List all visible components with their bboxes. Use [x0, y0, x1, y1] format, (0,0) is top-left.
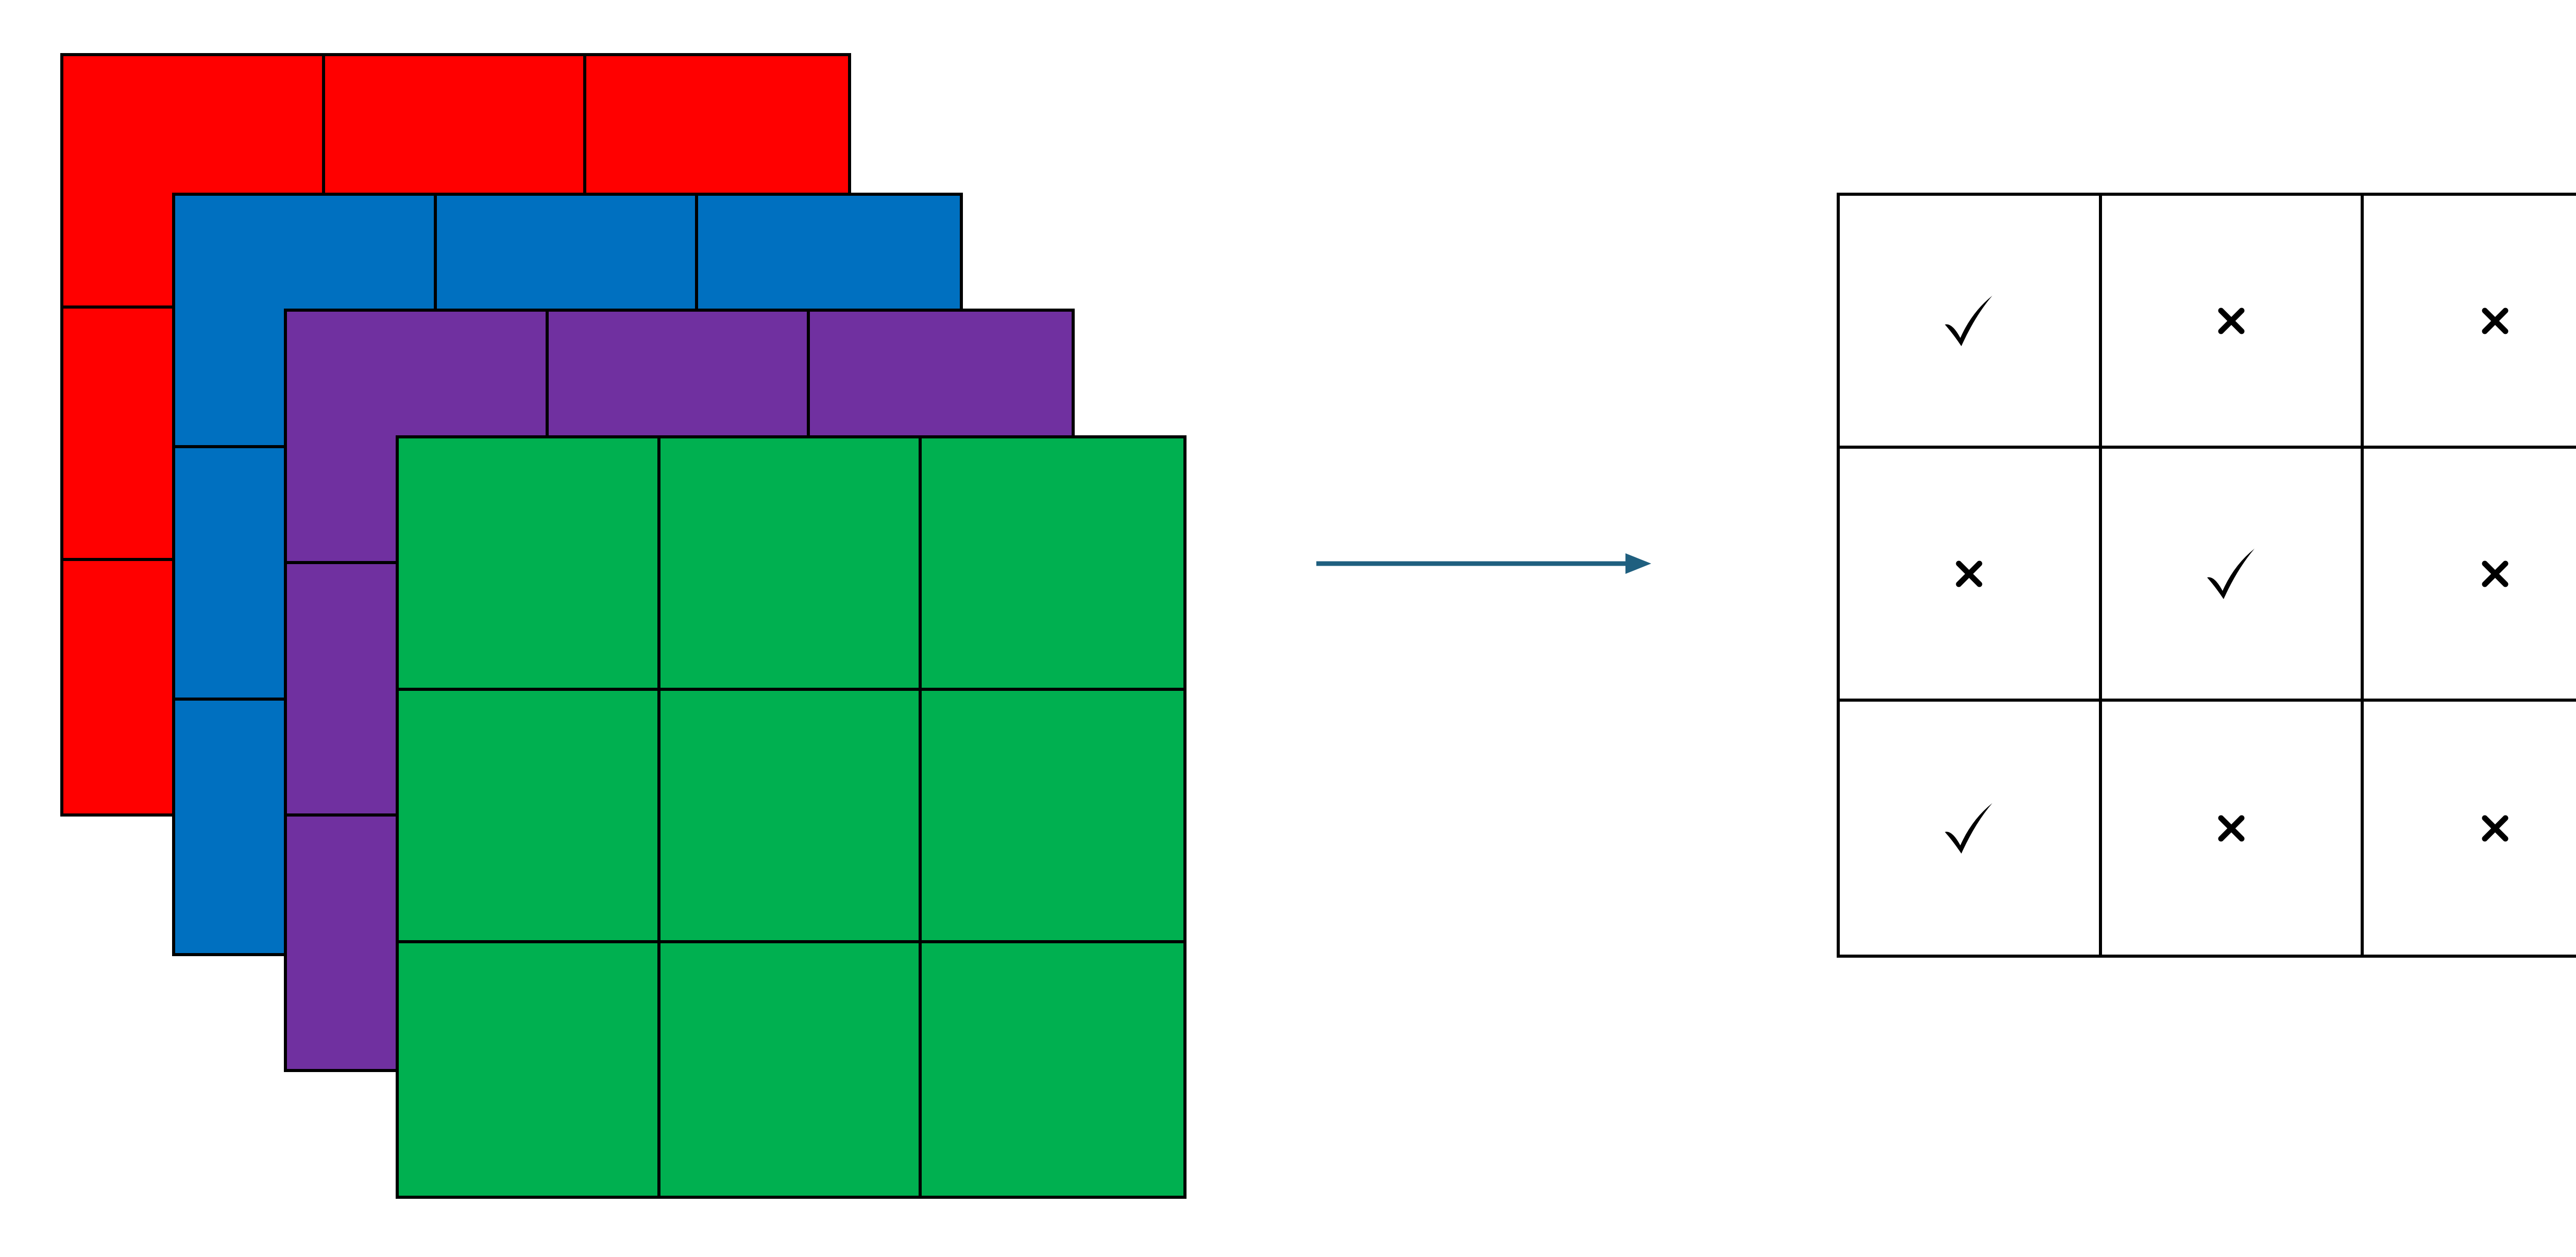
layer-green-cell [660, 943, 922, 1196]
check-icon [1945, 803, 1993, 854]
check-icon [1945, 295, 1993, 346]
result-cell [2364, 449, 2576, 702]
layer-green-cell [660, 438, 922, 691]
cross-icon [2482, 815, 2509, 841]
arrow-head [1625, 553, 1651, 574]
layer-green-cell [922, 691, 1183, 943]
layer-green-cell [399, 438, 660, 691]
cross-icon [1956, 560, 1982, 587]
result-grid [1837, 193, 2576, 958]
result-cell [2102, 449, 2364, 702]
layer-green [396, 435, 1187, 1199]
layer-green-cell [922, 943, 1183, 1196]
check-icon [2207, 548, 2255, 599]
cross-icon [2482, 308, 2509, 334]
cross-icon [2218, 815, 2245, 841]
layer-green-cell [399, 691, 660, 943]
result-cell [2102, 702, 2364, 955]
result-cell [2102, 196, 2364, 449]
cross-icon [2218, 308, 2245, 334]
layer-green-cell [922, 438, 1183, 691]
result-cell [1840, 702, 2102, 955]
result-cell [2364, 702, 2576, 955]
layer-green-cell [399, 943, 660, 1196]
layer-green-cell [660, 691, 922, 943]
result-cell [1840, 449, 2102, 702]
right-arrow-icon [1316, 553, 1651, 574]
result-cell [2364, 196, 2576, 449]
cross-icon [2482, 560, 2509, 587]
result-cell [1840, 196, 2102, 449]
